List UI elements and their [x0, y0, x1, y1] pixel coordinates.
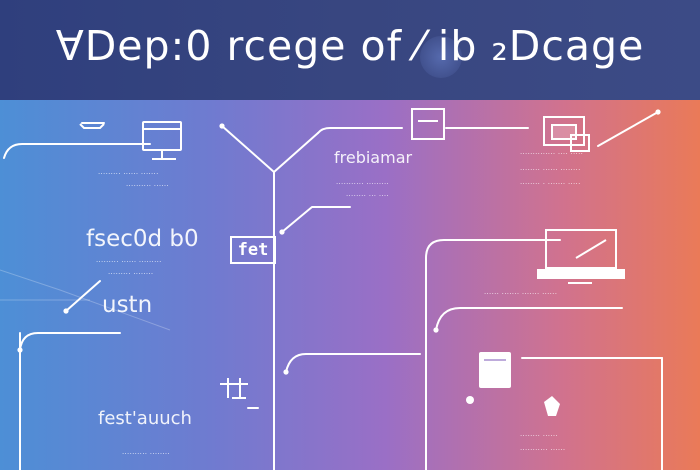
caption-left-3: ········· ······ ·········: [96, 258, 162, 266]
node-dot: [655, 109, 661, 115]
caption-center-2: ········ ··· ····: [346, 192, 389, 200]
label-big-top: fsec0d b0: [86, 226, 199, 252]
connector-center-lower: [285, 353, 421, 373]
caption-left-4: ········· ········: [108, 270, 154, 278]
connector-left-lower: [19, 332, 121, 351]
connector-v-junction: [221, 125, 319, 173]
node-dot: [279, 229, 285, 235]
caption-right-bottom-1: ········ ······: [520, 432, 558, 440]
connector-left-mid: [65, 280, 101, 312]
caption-right-bottom-2: ··········· ······: [520, 446, 566, 454]
header-banner: ⱯDep:0 rcege of ⁄ ib ₂Dcage: [0, 0, 700, 100]
connector-right-mid: [435, 307, 623, 331]
caption-right-1: ·············· ···· ·····: [520, 150, 584, 158]
label-big-bottom: fest'auuch: [98, 408, 192, 429]
caption-left-bottom: ·········· ········: [122, 450, 170, 458]
cable-icon: [79, 123, 105, 129]
page-title: ⱯDep:0 rcege of ⁄ ib ₂Dcage: [55, 22, 645, 70]
caption-left-2: ·········· ······: [126, 182, 169, 190]
connector-to-center: [281, 206, 351, 233]
node-dot: [283, 369, 289, 375]
monitor-icon: [142, 121, 182, 160]
node-dot: [63, 308, 69, 314]
tag-label-box: fet: [230, 236, 276, 264]
connector-to-top-device: [317, 127, 403, 134]
caption-center-1: ··········· ·········: [336, 180, 390, 188]
caption-right-3: ········ · ······· ·····: [520, 180, 581, 188]
document-box-icon: [411, 108, 445, 140]
robot-icon: [544, 396, 560, 416]
node-dot: [433, 327, 439, 333]
connector-left-top: [3, 143, 151, 159]
label-big-mid: ustn: [102, 292, 153, 318]
caption-left-1: ········· ······ ·······: [98, 170, 159, 178]
caption-right-mid: ······ ······· ······· ······: [484, 290, 558, 298]
device-icon: [543, 116, 590, 152]
hierarchy-icon: [220, 378, 248, 399]
caption-right-2: ········ ······ ········: [520, 166, 581, 174]
title-glint: [420, 36, 462, 78]
file-icon: [479, 352, 511, 388]
faint-line: [0, 269, 171, 331]
connector-right-mid-top: [425, 239, 561, 259]
node-dot: [219, 123, 225, 129]
connector-top-right-diag: [597, 111, 659, 147]
node-dot: [17, 347, 23, 353]
laptop-icon: [537, 229, 625, 284]
gear-icon: [466, 396, 474, 404]
label-center-title: frebiamar: [334, 148, 413, 167]
